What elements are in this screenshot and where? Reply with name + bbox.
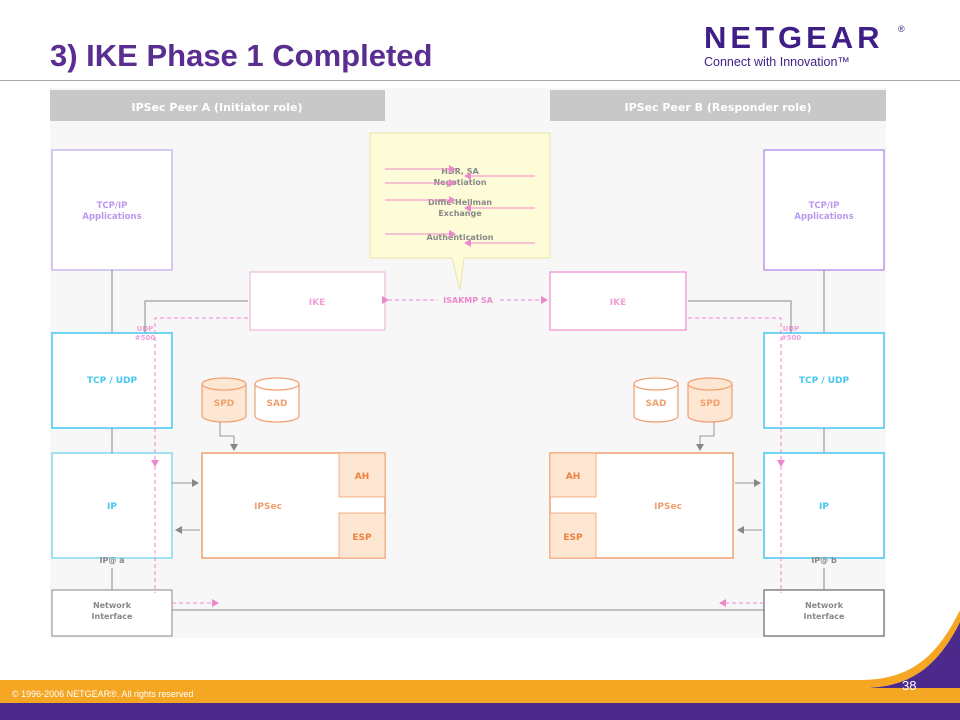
callout-line1: HDR, SA [441,167,479,176]
peer-b-header-text: IPSec Peer B (Responder role) [625,101,812,114]
peer-a-sad-label: SAD [267,399,288,409]
peer-a-tcpudp-label: TCP / UDP [87,376,138,386]
peer-b-ip-label: IP [819,502,829,512]
peer-a-spd-label: SPD [214,399,235,409]
peer-a-netif-line2: Interface [92,612,133,621]
peer-a-spd-db: SPD [201,377,247,423]
peer-b-sad-label: SAD [646,399,667,409]
peer-a-ip-addr: IP@ a [99,556,124,565]
peer-b-sad-db: SAD [633,377,679,423]
peer-b-ip-addr: IP@ b [811,556,837,565]
peer-b-ike-box [549,271,687,331]
callout-line4: Exchange [438,209,482,218]
peer-a-netif-line1: Network [93,601,132,610]
peer-b-ah-label: AH [566,472,581,482]
peer-a-header [50,90,385,121]
slide-title: 3) IKE Phase 1 Completed [50,38,433,73]
callout-line3: Diffie-Hellman [428,198,492,207]
ike-phase1-diagram: IPSec Peer A (Initiator role) IPSec Peer… [50,88,886,638]
peer-b-spd-label: SPD [700,399,721,409]
peer-b-apps-box [763,149,885,271]
peer-b-ike-label: IKE [610,298,626,308]
peer-b-apps-line2: Applications [794,212,853,222]
peer-b-netif-line2: Interface [804,612,845,621]
netgear-logo: NETGEAR [704,20,884,55]
footer-swoosh [0,610,960,720]
peer-a-ike-box [249,271,386,331]
peer-b-header [550,90,886,121]
peer-b-netif-line1: Network [805,601,844,610]
title-divider [0,80,960,81]
isakmp-sa-label: ISAKMP SA [443,296,494,305]
peer-a-header-text: IPSec Peer A (Initiator role) [132,101,303,114]
peer-a-esp-box [338,512,386,559]
page-number: 38 [902,678,917,693]
brand-tagline: Connect with Innovation™ [704,55,850,69]
registered-mark: ® [898,24,905,34]
callout-line2: Negotiation [433,178,486,187]
peer-b-ike-dashed-path [688,317,785,467]
peer-b-udp-line2: #500 [781,334,802,342]
callout-line5: Authentication [427,233,494,242]
peer-b-esp-box [549,512,597,559]
peer-b-ah-box [549,452,597,498]
peer-b-esp-label: ESP [563,533,583,543]
peer-a-ike-label: IKE [309,298,325,308]
peer-a-tcpudp-box [51,332,173,429]
peer-a-ike-dashed-path [151,317,248,467]
exchange-callout [369,132,551,291]
peer-b-ip-box [763,452,885,559]
peer-a-ah-label: AH [355,472,370,482]
peer-b-apps-line1: TCP/IP [809,201,840,211]
peer-b-ipsec-label: IPSec [654,502,682,512]
peer-b-spd-db: SPD [687,377,733,423]
peer-a-ip-label: IP [107,502,117,512]
peer-a-ah-box [338,452,386,498]
peer-a-udp-line2: #500 [135,334,156,342]
peer-a-ipsec-label: IPSec [254,502,282,512]
peer-a-sad-db: SAD [254,377,300,423]
peer-a-apps-line2: Applications [82,212,141,222]
peer-a-esp-label: ESP [352,533,372,543]
copyright-text: © 1996-2006 NETGEAR®. All rights reserve… [12,689,194,699]
peer-a-apps-box [51,149,173,271]
peer-b-tcpudp-label: TCP / UDP [799,376,850,386]
peer-a-apps-line1: TCP/IP [97,201,128,211]
